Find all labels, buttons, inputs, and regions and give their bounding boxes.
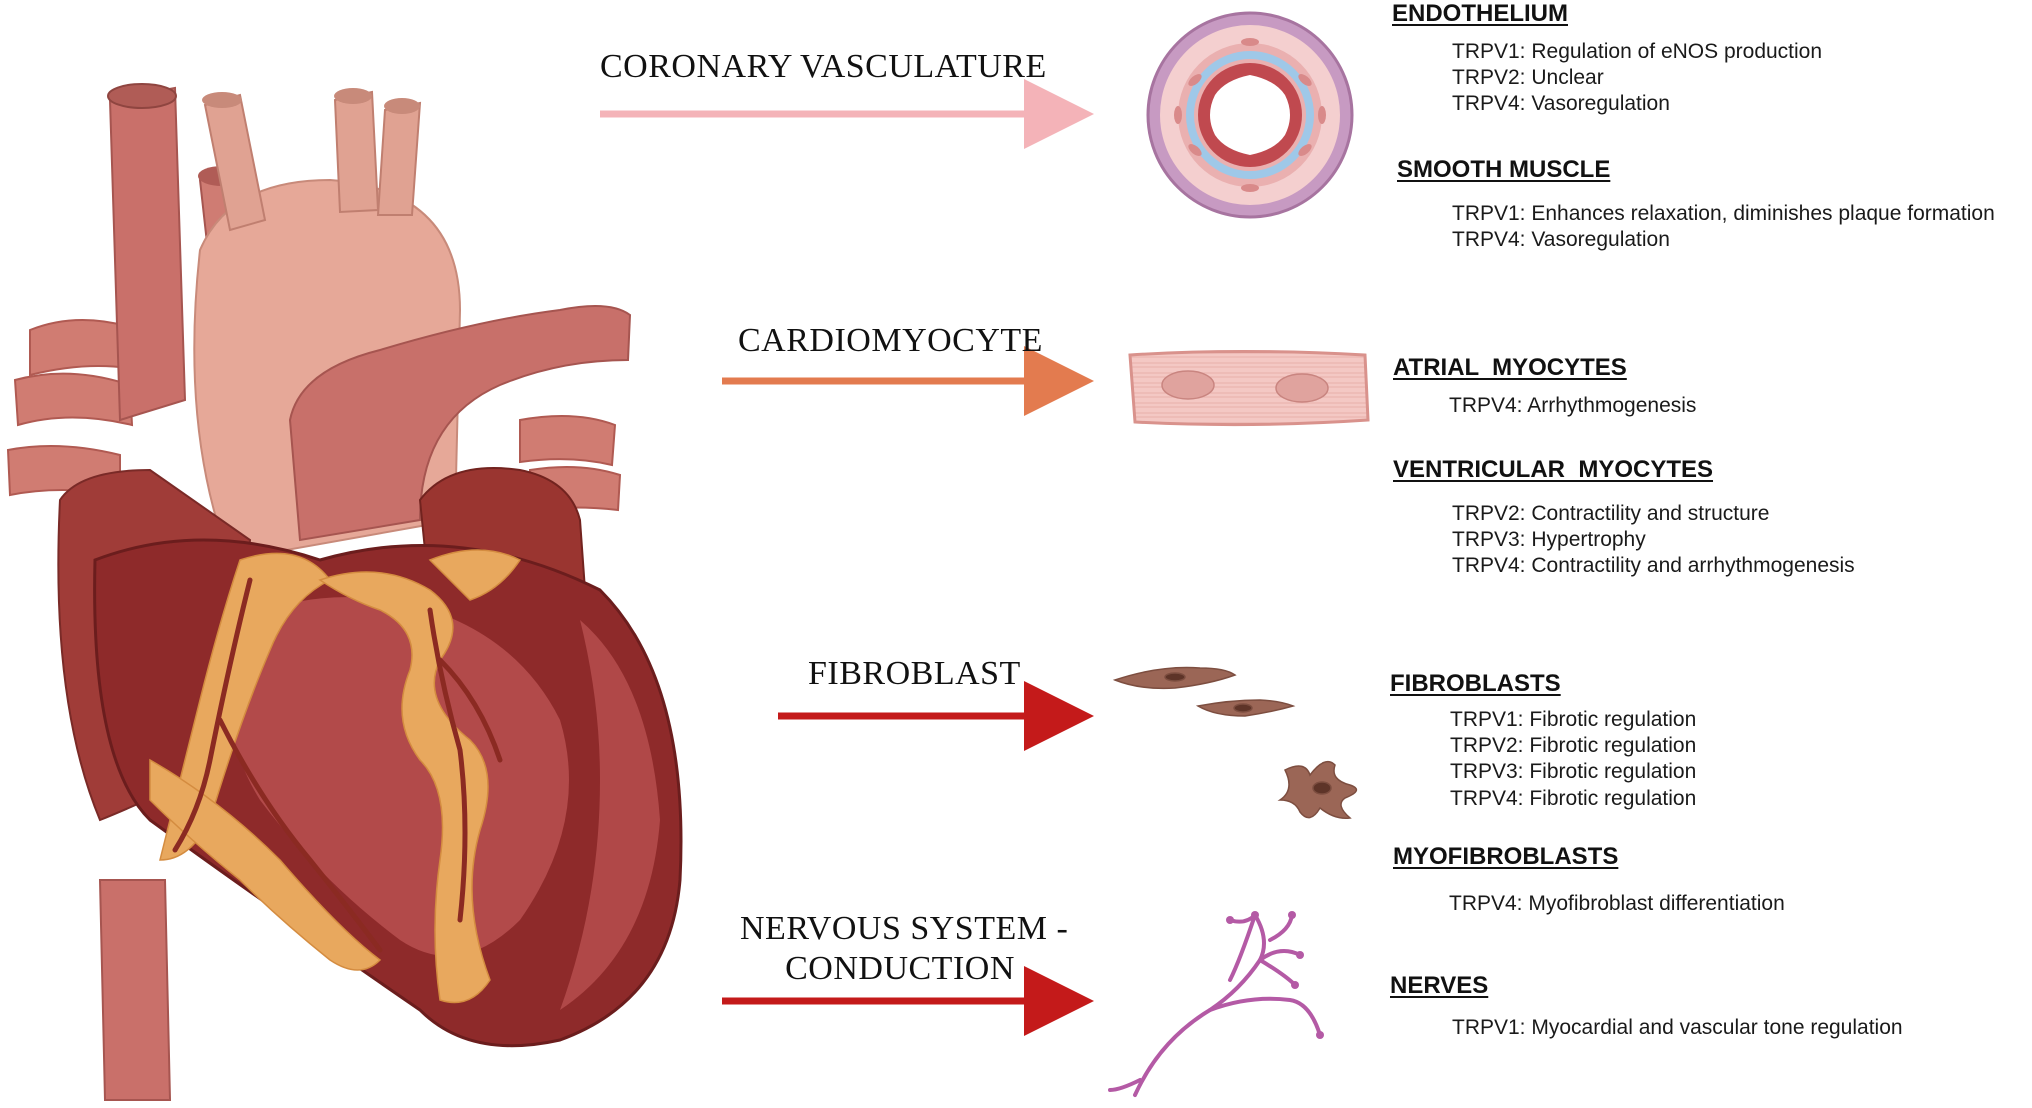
label-coronary-vasculature: CORONARY VASCULATURE (600, 48, 1047, 85)
list-item: TRPV4: Vasoregulation (1452, 228, 1670, 251)
label-fibroblast: FIBROBLAST (808, 655, 1021, 692)
heading-atrial-myocytes: ATRIAL MYOCYTES (1393, 354, 1627, 381)
label-nervous-line-1: NERVOUS SYSTEM - (740, 910, 1069, 947)
list-item: TRPV4: Myofibroblast differentiation (1449, 892, 1785, 915)
list-item: TRPV2: Contractility and structure (1452, 502, 1770, 525)
list-item: TRPV4: Fibrotic regulation (1450, 787, 1697, 810)
nerve-fiber-icon (1108, 913, 1322, 1097)
list-item: TRPV4: Contractility and arrhythmogenesi… (1452, 554, 1855, 577)
heading-fibroblasts: FIBROBLASTS (1390, 670, 1561, 697)
heart-illustration-icon (6, 83, 683, 1101)
list-item: TRPV1: Myocardial and vascular tone regu… (1452, 1016, 1903, 1039)
list-item: TRPV2: Fibrotic regulation (1450, 734, 1697, 757)
list-item: TRPV1: Enhances relaxation, diminishes p… (1452, 202, 1995, 225)
label-nervous-system: NERVOUS SYSTEM - CONDUCTION (740, 910, 1069, 988)
heading-ventricular-myocytes: VENTRICULAR MYOCYTES (1393, 456, 1714, 483)
cardiomyocyte-cell-icon (1128, 350, 1370, 427)
list-item: TRPV3: Hypertrophy (1452, 528, 1646, 551)
heading-nerves: NERVES (1390, 972, 1489, 999)
list-item: TRPV4: Vasoregulation (1452, 92, 1670, 115)
label-cardiomyocyte: CARDIOMYOCYTE (738, 322, 1043, 359)
list-item: TRPV4: Arrhythmogenesis (1449, 394, 1697, 417)
heading-myofibroblasts: MYOFIBROBLASTS (1393, 843, 1619, 870)
list-item: TRPV1: Regulation of eNOS production (1452, 40, 1823, 63)
list-item: TRPV3: Fibrotic regulation (1450, 760, 1697, 783)
blood-vessel-cross-section-icon (1146, 11, 1354, 219)
label-nervous-line-2: CONDUCTION (785, 950, 1015, 987)
fibroblast-cells-icon (1112, 666, 1358, 820)
heading-endothelium: ENDOTHELIUM (1392, 0, 1568, 27)
list-item: TRPV2: Unclear (1452, 66, 1604, 89)
list-item: TRPV1: Fibrotic regulation (1450, 708, 1697, 731)
heading-smooth-muscle: SMOOTH MUSCLE (1397, 156, 1611, 183)
